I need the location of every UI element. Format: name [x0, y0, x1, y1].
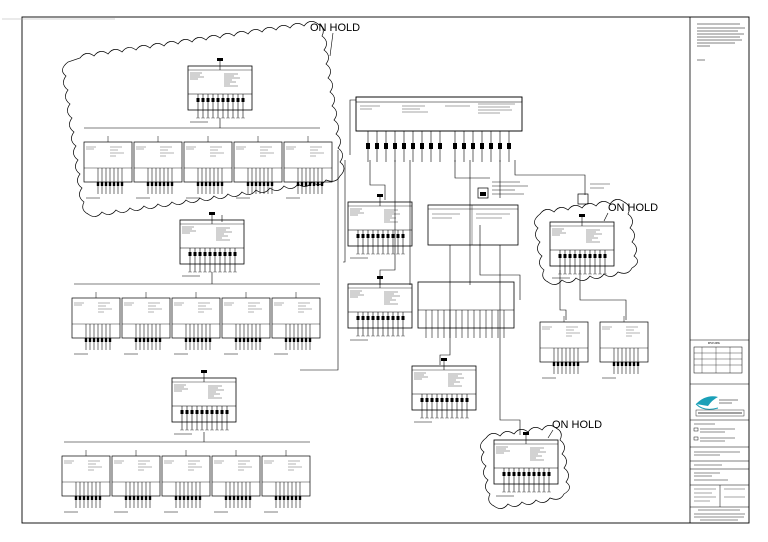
panel-group-right-centre [347, 193, 519, 423]
on-hold-label-top: ON HOLD [310, 22, 360, 34]
riser-lines [300, 99, 627, 435]
panel-group-middle-left [71, 211, 321, 355]
cloud-group-top-left [62, 21, 345, 217]
cloud-group-bottom [480, 425, 570, 509]
panel-group-far-right [539, 315, 649, 379]
cloud-group-right [534, 199, 638, 285]
main-switchboard [355, 96, 523, 162]
revision-table-header: REVISIONS [708, 342, 721, 345]
revision-table [693, 346, 743, 374]
company-logo [695, 396, 745, 417]
on-hold-label-right: ON HOLD [608, 202, 658, 214]
title-block: REVISIONS [689, 17, 749, 523]
sheet-border [21, 16, 750, 524]
on-hold-label-bottom: ON HOLD [552, 419, 602, 431]
transformer-block [477, 181, 610, 205]
panel-group-bottom-left [61, 369, 311, 513]
